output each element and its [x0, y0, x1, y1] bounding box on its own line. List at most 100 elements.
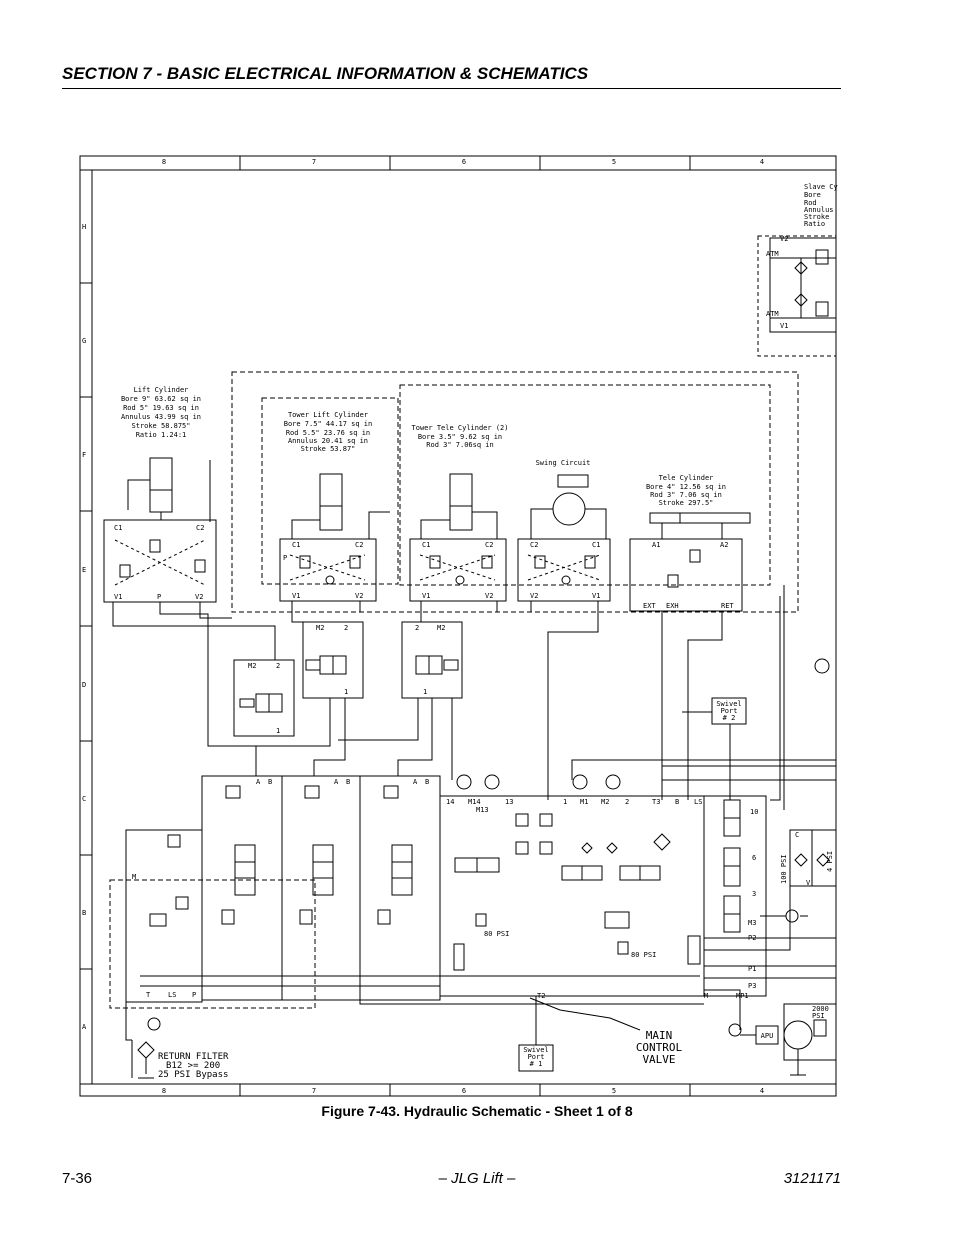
pressure-label: 4 PSI — [826, 851, 834, 872]
port-label: ATM — [766, 250, 779, 258]
lift-cylinder-line: Annulus 43.99 sq in — [121, 413, 201, 421]
pressure-label: 100 PSI — [780, 854, 788, 884]
port-label: V2 — [485, 592, 493, 600]
port-label: MP1 — [736, 992, 749, 1000]
tower-tele-cylinder — [449, 473, 473, 531]
col-label: 5 — [612, 1087, 616, 1095]
port-label: V1 — [292, 592, 300, 600]
pressure-label: 80 PSI — [484, 930, 509, 938]
page-number: 7-36 — [62, 1170, 93, 1187]
slave-cyl-line: Stroke — [804, 213, 829, 221]
port-label: C2 — [355, 541, 363, 549]
col-label: 6 — [462, 158, 466, 166]
tele-cylinder-title: Tele Cylinder — [659, 474, 714, 482]
tower-tele-title: Tower Tele Cylinder (2) — [412, 424, 509, 432]
port-label: 2 — [344, 624, 348, 632]
slave-cylinder-box — [757, 235, 837, 357]
solenoid-valve-b — [302, 621, 364, 699]
pressure-label: V — [806, 879, 811, 887]
apu-label: APU — [761, 1032, 774, 1040]
main-valve-section-1 — [201, 775, 283, 1001]
header-rule — [62, 88, 841, 89]
port-label: M13 — [476, 806, 489, 814]
port-label: ATM — [766, 310, 779, 318]
lift-cylinder — [149, 457, 173, 513]
swivel-port-1-line: # 1 — [530, 1060, 543, 1068]
port-label: P3 — [748, 982, 756, 990]
port-label: A — [413, 778, 418, 786]
port-label: 13 — [505, 798, 513, 806]
solenoid-valve-a — [233, 659, 295, 737]
row-label: H — [82, 223, 86, 231]
port-label: C1 — [422, 541, 430, 549]
port-label: 14 — [446, 798, 454, 806]
footer-center: – JLG Lift – — [438, 1170, 516, 1187]
tower-lift-line: Annulus 20.41 sq in — [288, 437, 368, 445]
port-label: 1 — [423, 688, 427, 696]
port-label: V2 — [780, 235, 788, 243]
port-label: V1 — [114, 593, 122, 601]
port-label: A2 — [720, 541, 728, 549]
lift-cylinder-line: Ratio 1.24:1 — [136, 431, 187, 439]
port-label: P — [157, 593, 161, 601]
pressure-label: PSI — [812, 1012, 825, 1020]
tower-tele-line: Bore 3.5" 9.62 sq in — [418, 433, 502, 441]
tele-cylinder-line: Rod 3" 7.06 sq in — [650, 491, 722, 499]
port-label: M — [704, 992, 708, 1000]
main-control-valve-body — [439, 795, 705, 997]
port-label: V2 — [195, 593, 203, 601]
main-valve-section-3 — [359, 775, 441, 1001]
tower-lift-line: Stroke 53.87" — [301, 445, 356, 453]
col-label: 8 — [162, 158, 166, 166]
port-label: 1 — [344, 688, 348, 696]
right-valve-stack — [703, 795, 767, 997]
pressure-label: C — [795, 831, 799, 839]
swing-circuit-label: Swing Circuit — [536, 459, 591, 467]
port-label: M2 — [601, 798, 609, 806]
port-label: LS — [168, 991, 176, 999]
lift-cylinder-line: Bore 9" 63.62 sq in — [121, 395, 201, 403]
port-label: V2 — [355, 592, 363, 600]
port-label: C1 — [292, 541, 300, 549]
col-label: 4 — [760, 1087, 764, 1095]
port-label: B — [425, 778, 429, 786]
port-label: M2 — [248, 662, 256, 670]
tower-lift-line: Rod 5.5" 23.76 sq in — [286, 429, 370, 437]
port-label: A — [334, 778, 339, 786]
port-label: B — [346, 778, 350, 786]
row-label: D — [82, 681, 86, 689]
port-label: M — [132, 873, 136, 881]
port-label: B — [675, 798, 679, 806]
row-label: B — [82, 909, 86, 917]
swing-valve-block — [517, 538, 611, 602]
port-label: T — [146, 991, 151, 999]
swivel-port-2-line: Swivel — [716, 700, 741, 708]
port-label: 1 — [563, 798, 567, 806]
col-label: 4 — [760, 158, 764, 166]
port-label: A — [256, 778, 261, 786]
pressure-switch-box — [789, 829, 837, 887]
row-label: E — [82, 566, 86, 574]
pump — [783, 1020, 813, 1050]
port-label: P — [192, 991, 196, 999]
slave-cyl-line: Rod — [804, 199, 817, 207]
port-label: M1 — [580, 798, 588, 806]
slave-cyl-line: Bore — [804, 191, 821, 199]
port-label: C1 — [114, 524, 122, 532]
port-label: P — [283, 554, 287, 562]
port-label: B — [268, 778, 272, 786]
swivel-port-2-line: Port — [721, 707, 738, 715]
tower-lift-title: Tower Lift Cylinder — [288, 411, 368, 419]
tower-tele-line: Rod 3" 7.06sq in — [426, 441, 493, 449]
main-control-valve-label: CONTROL — [636, 1041, 683, 1054]
port-label: V2 — [530, 592, 538, 600]
col-label: 6 — [462, 1087, 466, 1095]
port-label: 3 — [752, 890, 756, 898]
return-filter-line: RETURN FILTER — [158, 1052, 229, 1062]
tower-tele-valve-block — [409, 538, 507, 602]
port-label: C2 — [196, 524, 204, 532]
port-label: T3 — [652, 798, 660, 806]
port-label: C1 — [592, 541, 600, 549]
return-filter-line: B12 >= 200 — [166, 1061, 220, 1071]
port-label: 2 — [625, 798, 629, 806]
